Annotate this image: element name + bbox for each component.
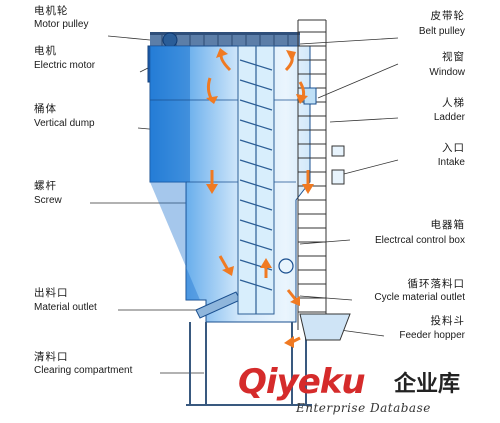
label-material-outlet-zh: 出料口 [34, 287, 69, 299]
label-ladder-zh: 人梯 [442, 97, 465, 109]
intake-glyph [331, 145, 345, 157]
label-vertical-dump-en: Vertical dump [34, 118, 95, 129]
label-vertical-dump-zh: 桶体 [34, 103, 57, 115]
label-control-box-en: Electrcal control box [374, 235, 465, 246]
screw-column [237, 45, 275, 315]
leader-lines [90, 35, 399, 374]
label-feeder-hopper-en: Feeder hopper [399, 330, 465, 341]
label-intake-zh: 入口 [442, 142, 465, 154]
belt-frame [150, 32, 300, 46]
label-clearing-compartment-en: Clearing compartment [34, 365, 133, 376]
ladder [297, 19, 327, 330]
label-screw-zh: 螺杆 [34, 180, 57, 192]
watermark-sub: Enterprise Database [296, 401, 431, 415]
label-electric-motor-zh: 电机 [34, 45, 57, 57]
inspection-port [278, 258, 294, 274]
feeder-hopper [299, 313, 351, 341]
label-motor-pulley-zh: 电机轮 [34, 5, 69, 17]
label-motor-pulley-en: Motor pulley [34, 19, 89, 30]
watermark-cn: 企业库 [394, 372, 461, 397]
label-cycle-outlet-en: Cycle material outlet [374, 292, 465, 303]
flow-arrows [206, 48, 314, 348]
label-ladder-en: Ladder [433, 112, 465, 123]
label-clearing-compartment-zh: 清料口 [34, 351, 69, 363]
label-belt-pulley-en: Belt pulley [418, 26, 465, 37]
watermark-brand: Qiyeku [238, 362, 366, 402]
label-intake-en: Intake [437, 157, 465, 168]
label-control-box-zh: 电器箱 [430, 219, 465, 231]
watermark: Qiyeku 企业库 Enterprise Database [236, 360, 492, 420]
label-cycle-outlet-zh: 循环落料口 [407, 278, 465, 290]
label-belt-pulley-zh: 皮带轮 [430, 10, 465, 22]
label-window-en: Window [429, 67, 465, 78]
label-electric-motor-en: Electric motor [34, 60, 96, 71]
label-feeder-hopper-zh: 投料斗 [430, 315, 465, 327]
control-box-glyph [331, 169, 345, 185]
label-window-zh: 视窗 [442, 51, 465, 63]
label-material-outlet-en: Material outlet [34, 302, 97, 313]
label-screw-en: Screw [34, 195, 62, 206]
